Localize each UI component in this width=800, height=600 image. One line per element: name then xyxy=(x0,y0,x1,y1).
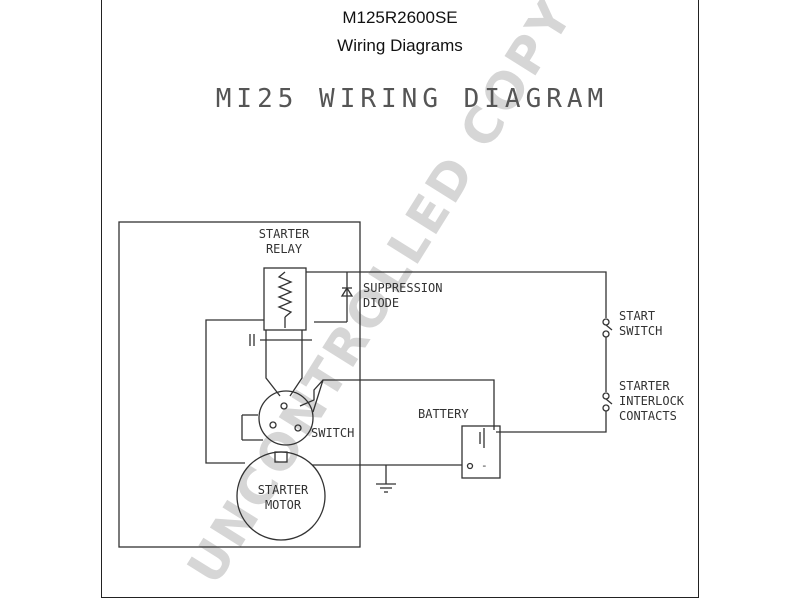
diagram-title: MI25 WIRING DIAGRAM xyxy=(216,84,608,114)
label-diode: DIODE xyxy=(363,296,399,310)
starter-outline-box xyxy=(118,221,361,548)
page-frame xyxy=(101,0,699,598)
label-interlock-1: STARTER xyxy=(619,379,670,393)
label-interlock-3: CONTACTS xyxy=(619,409,677,423)
suppression-diode xyxy=(340,286,354,297)
label-starter-relay-2: RELAY xyxy=(266,242,303,256)
label-start: START xyxy=(619,309,655,323)
interlock-contact-bottom xyxy=(602,404,610,412)
model-number: M125R2600SE xyxy=(342,8,458,27)
wire-battery-positive xyxy=(312,379,495,430)
label-starter-relay-1: STARTER xyxy=(259,227,310,241)
interlock-contact-top xyxy=(602,392,610,400)
start-switch-contact-bottom xyxy=(602,330,610,338)
solenoid-switch xyxy=(258,390,314,446)
page-subtitle: Wiring Diagrams xyxy=(337,36,463,55)
label-starter-motor-2: MOTOR xyxy=(265,498,302,512)
battery-box xyxy=(461,425,501,479)
start-switch-contact-top xyxy=(602,318,610,326)
label-start-switch: SWITCH xyxy=(619,324,662,338)
label-switch: SWITCH xyxy=(311,426,354,440)
relay-coil xyxy=(277,271,293,318)
wire-left-loop xyxy=(205,319,264,464)
label-interlock-2: INTERLOCK xyxy=(619,394,685,408)
label-battery: BATTERY xyxy=(418,407,469,421)
wire-top xyxy=(306,271,607,318)
battery-minus-sign: - xyxy=(481,459,488,472)
label-suppression: SUPPRESSION xyxy=(363,281,442,295)
label-starter-motor-1: STARTER xyxy=(258,483,309,497)
starter-relay-box xyxy=(263,267,307,331)
